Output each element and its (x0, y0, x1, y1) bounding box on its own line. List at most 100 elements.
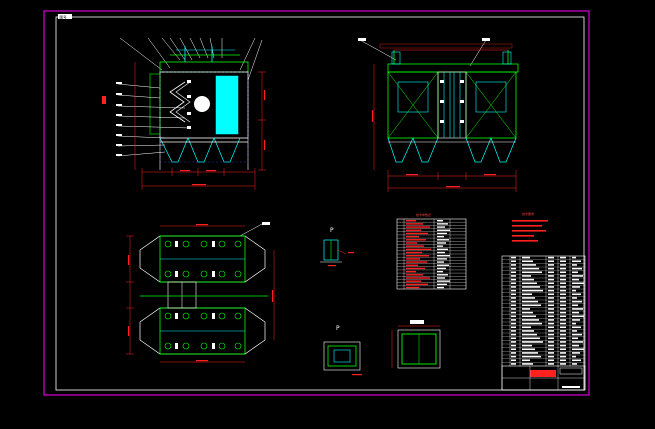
title-block-cell (560, 286, 566, 288)
parts-table-cell (437, 239, 449, 241)
parts-table-cell (437, 242, 446, 244)
title-block-cell (511, 286, 516, 288)
title-block-cell (572, 304, 578, 307)
title-block-cell (548, 278, 554, 281)
parts-table-cell (406, 261, 427, 263)
parts-table-cell (406, 255, 429, 257)
title-block-cell (548, 344, 554, 347)
title-block-cell (548, 297, 554, 299)
title-block-cell (522, 267, 539, 270)
plan-view (126, 222, 275, 363)
title-block-cell (548, 300, 554, 303)
notes-title: 技术要求 (522, 211, 534, 216)
title-block-cell (511, 260, 516, 263)
title-block-cell (572, 322, 576, 325)
parts-table-cell (406, 267, 425, 270)
parts-table-cell (437, 277, 445, 279)
parts-table-cell (437, 232, 447, 235)
title-block-cell (572, 341, 583, 343)
title-block-cell (511, 330, 516, 332)
title-block-cell (560, 278, 566, 281)
title-block-cell (522, 264, 536, 266)
parts-table-cell (406, 274, 423, 276)
title-block-cell (572, 297, 577, 299)
title-block-cell (522, 352, 538, 354)
title-block-cell (548, 304, 554, 307)
title-block-cell (548, 282, 554, 285)
detail-p: P (320, 227, 354, 267)
title-block-cell (522, 304, 541, 307)
title-block-cell (572, 359, 581, 362)
title-block-cell (548, 330, 554, 332)
title-block-cell (548, 271, 554, 274)
title-block-cell (560, 282, 566, 285)
title-block-cell (522, 326, 531, 329)
title-block-cell (572, 319, 580, 321)
title-block-cell (572, 271, 578, 274)
title-block-cell (560, 341, 566, 343)
title-block-cell (511, 293, 516, 296)
title-block-cell (522, 355, 541, 358)
parts-table-title: 技术参数表 (416, 212, 431, 217)
parts-table-cell (437, 226, 445, 228)
title-block-cell (522, 315, 536, 318)
title-block-cell (511, 271, 516, 274)
title-block-cell (572, 300, 582, 303)
title-block-cell (572, 275, 583, 277)
title-block-cell (522, 289, 543, 292)
title-block-cell (522, 330, 534, 332)
title-block-cell (572, 348, 584, 351)
title-block-cell (572, 267, 582, 270)
title-block-cell (522, 256, 530, 259)
parts-table-cell (437, 267, 446, 270)
title-block-cell (572, 337, 578, 340)
title-block-cell (548, 256, 554, 259)
parts-table-cell (437, 255, 450, 257)
title-block-cell (511, 275, 516, 277)
title-block-cell (511, 359, 516, 362)
parts-table-cell (406, 223, 423, 225)
title-block-cell (522, 293, 532, 296)
title-block-cell (572, 278, 579, 281)
parts-table-cell (406, 220, 416, 222)
title-block-cell (560, 355, 566, 358)
title-block-cell (511, 256, 516, 259)
title-block-cell (560, 344, 566, 347)
title-block-cell (560, 293, 566, 296)
title-block-cell (522, 333, 537, 336)
title-block-cell (572, 326, 581, 329)
parts-table: 技术参数表 (396, 212, 467, 290)
title-block-cell (511, 315, 516, 318)
title-block-cell (560, 264, 566, 266)
title-block-cell (522, 271, 542, 274)
title-block-cell (560, 330, 566, 332)
title-block-cell (511, 344, 516, 347)
title-block (501, 255, 586, 391)
title-block-cell (560, 322, 566, 325)
title-block-cell (548, 315, 554, 318)
title-block-cell (511, 352, 516, 354)
title-block-cell (548, 326, 554, 329)
detail-p2-label: P (336, 325, 340, 332)
tech-notes: 技术要求 (512, 211, 548, 242)
title-block-cell (522, 341, 543, 343)
parts-table-cell (406, 283, 428, 286)
title-block-cell (572, 308, 583, 310)
parts-table-cell (406, 248, 431, 251)
title-block-cell (572, 264, 577, 266)
title-block-cell (522, 348, 535, 351)
title-block-cell (560, 363, 566, 365)
parts-table-cell (437, 229, 450, 231)
title-block-cell (548, 267, 554, 270)
title-block-cell (522, 311, 533, 314)
parts-table-cell (437, 245, 443, 247)
parts-table-cell (406, 239, 426, 241)
title-block-cell (560, 260, 566, 263)
parts-table-cell (406, 264, 418, 266)
title-block-cell (548, 319, 554, 321)
title-block-cell (548, 363, 554, 365)
title-block-cell (560, 271, 566, 274)
title-block-cell (560, 359, 566, 362)
front-hopper-outline (159, 71, 249, 163)
title-block-cell (548, 333, 554, 336)
